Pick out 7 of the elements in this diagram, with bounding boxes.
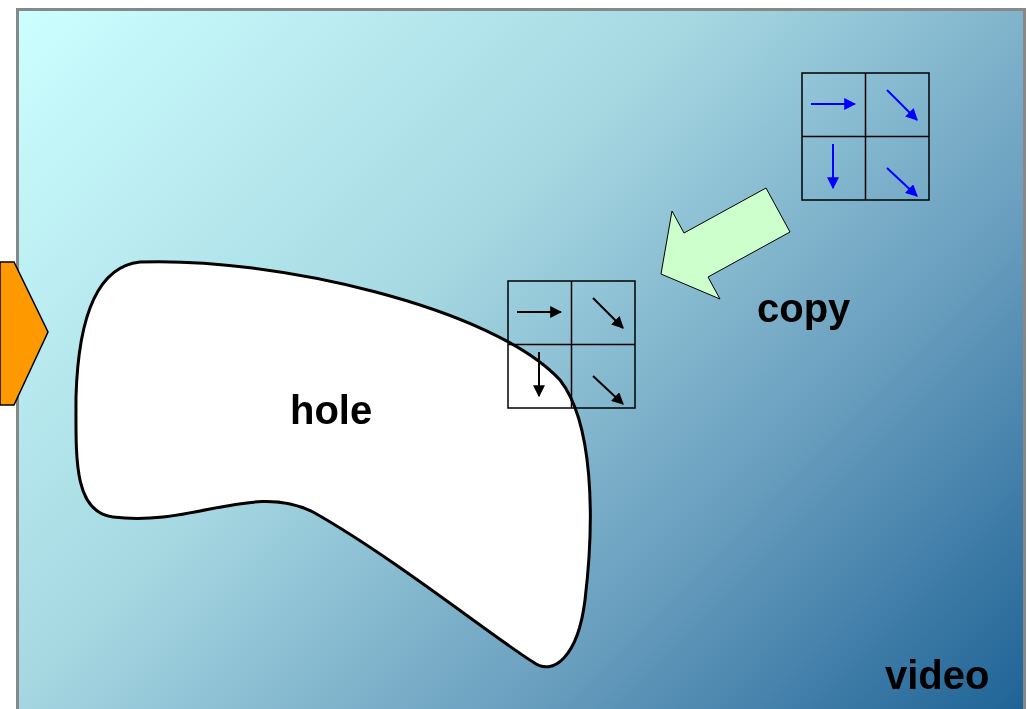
vector-grid-drawing [507, 280, 636, 409]
edge-label: copy [757, 288, 851, 328]
region-label: hole [290, 390, 373, 430]
frame-label: video [885, 655, 990, 695]
vector-grid-drawing [801, 72, 930, 201]
video-frame [16, 8, 1026, 709]
copy-arrow [660, 187, 791, 300]
